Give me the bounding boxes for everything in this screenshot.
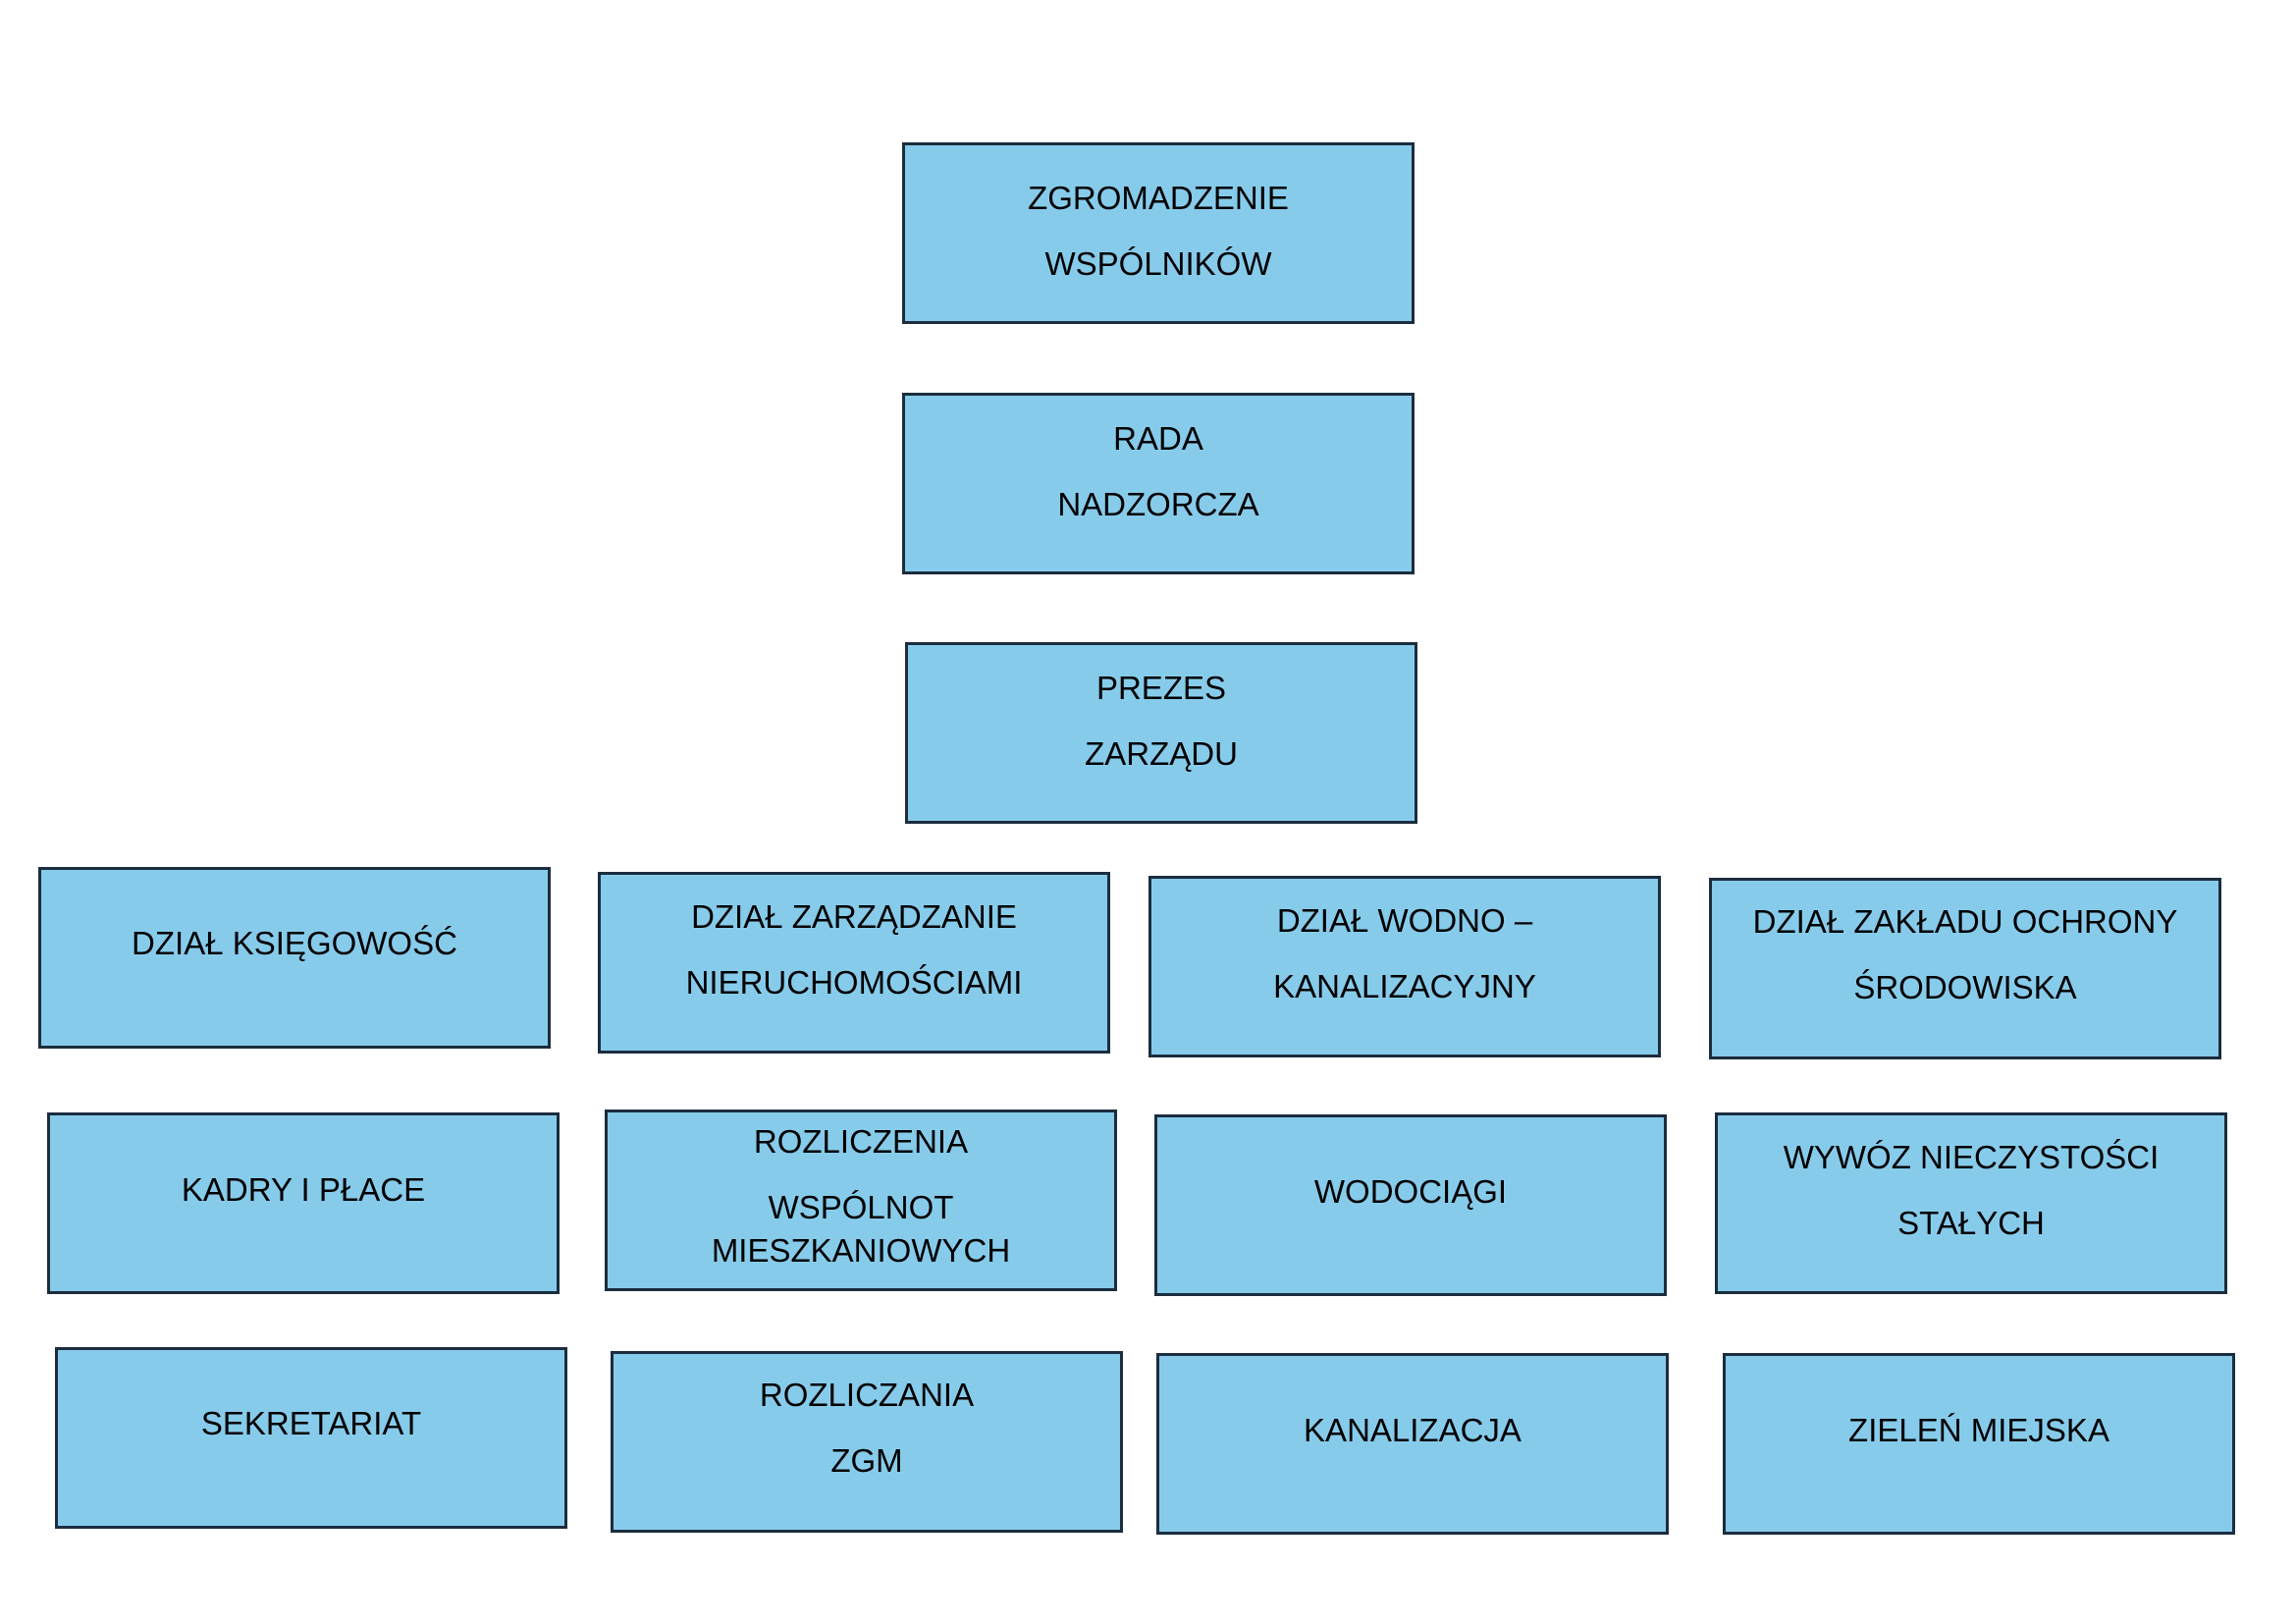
box-rozliczania-zgm: ROZLICZANIA ZGM — [611, 1351, 1123, 1533]
box-label-line1: DZIAŁ KSIĘGOWOŚĆ — [132, 925, 457, 961]
box-label-line2: KANALIZACYJNY — [1273, 968, 1536, 1004]
box-prezes-zarzadu: PREZES ZARZĄDU — [905, 642, 1417, 824]
box-label-line1: ZIELEŃ MIEJSKA — [1848, 1412, 2109, 1448]
box-label-line2: STAŁYCH — [1897, 1205, 2045, 1241]
box-zgromadzenie-wspolnikow: ZGROMADZENIE WSPÓLNIKÓW — [902, 142, 1415, 324]
box-label-line1: ROZLICZANIA — [759, 1377, 975, 1413]
box-kanalizacja: KANALIZACJA — [1156, 1353, 1669, 1535]
box-label-line2: ŚRODOWISKA — [1853, 969, 2077, 1005]
box-label-line1: KADRY I PŁACE — [181, 1171, 426, 1208]
box-label-line3: MIESZKANIOWYCH — [711, 1232, 1011, 1269]
box-label-line1: DZIAŁ ZAKŁADU OCHRONY — [1752, 903, 2178, 940]
box-label-line2: ZARZĄDU — [1085, 735, 1238, 772]
box-rada-nadzorcza: RADA NADZORCZA — [902, 393, 1415, 574]
box-label-line1: KANALIZACJA — [1304, 1412, 1522, 1448]
box-label-line1: WODOCIĄGI — [1313, 1173, 1508, 1210]
box-label-line1: SEKRETARIAT — [200, 1405, 422, 1441]
box-label-line1: DZIAŁ ZARZĄDZANIE — [691, 898, 1017, 935]
box-label-line2: WSPÓLNOT — [768, 1189, 954, 1225]
box-label-line2: NADZORCZA — [1057, 486, 1259, 522]
box-wywoz-nieczystosci-stalych: WYWÓZ NIECZYSTOŚCI STAŁYCH — [1715, 1112, 2227, 1294]
box-label-line2: ZGM — [830, 1442, 903, 1479]
box-dzial-zarzadzanie-nieruchomosciami: DZIAŁ ZARZĄDZANIE NIERUCHOMOŚCIAMI — [598, 872, 1110, 1054]
box-label-line1: ZGROMADZENIE — [1028, 180, 1289, 216]
box-label-line1: RADA — [1113, 420, 1203, 457]
box-label-line1: DZIAŁ WODNO – — [1276, 902, 1533, 939]
box-label-line2: WSPÓLNIKÓW — [1044, 245, 1272, 282]
box-dzial-wodno-kanalizacyjny: DZIAŁ WODNO – KANALIZACYJNY — [1148, 876, 1661, 1057]
box-zielen-miejska: ZIELEŃ MIEJSKA — [1723, 1353, 2235, 1535]
box-wodociagi: WODOCIĄGI — [1154, 1114, 1667, 1296]
box-label-line2: NIERUCHOMOŚCIAMI — [685, 964, 1023, 1001]
box-dzial-zakladu-ochrony-srodowiska: DZIAŁ ZAKŁADU OCHRONY ŚRODOWISKA — [1709, 878, 2221, 1059]
box-dzial-ksiegowosc: DZIAŁ KSIĘGOWOŚĆ — [38, 867, 551, 1049]
box-label-line1: ROZLICZENIA — [753, 1123, 969, 1160]
box-label-line1: WYWÓZ NIECZYSTOŚCI — [1783, 1139, 2160, 1175]
box-kadry-i-place: KADRY I PŁACE — [47, 1112, 560, 1294]
box-rozliczenia-wspolnot-mieszkaniowych: ROZLICZENIA WSPÓLNOT MIESZKANIOWYCH — [605, 1110, 1117, 1291]
box-sekretariat: SEKRETARIAT — [55, 1347, 567, 1529]
box-label-line1: PREZES — [1095, 670, 1227, 706]
